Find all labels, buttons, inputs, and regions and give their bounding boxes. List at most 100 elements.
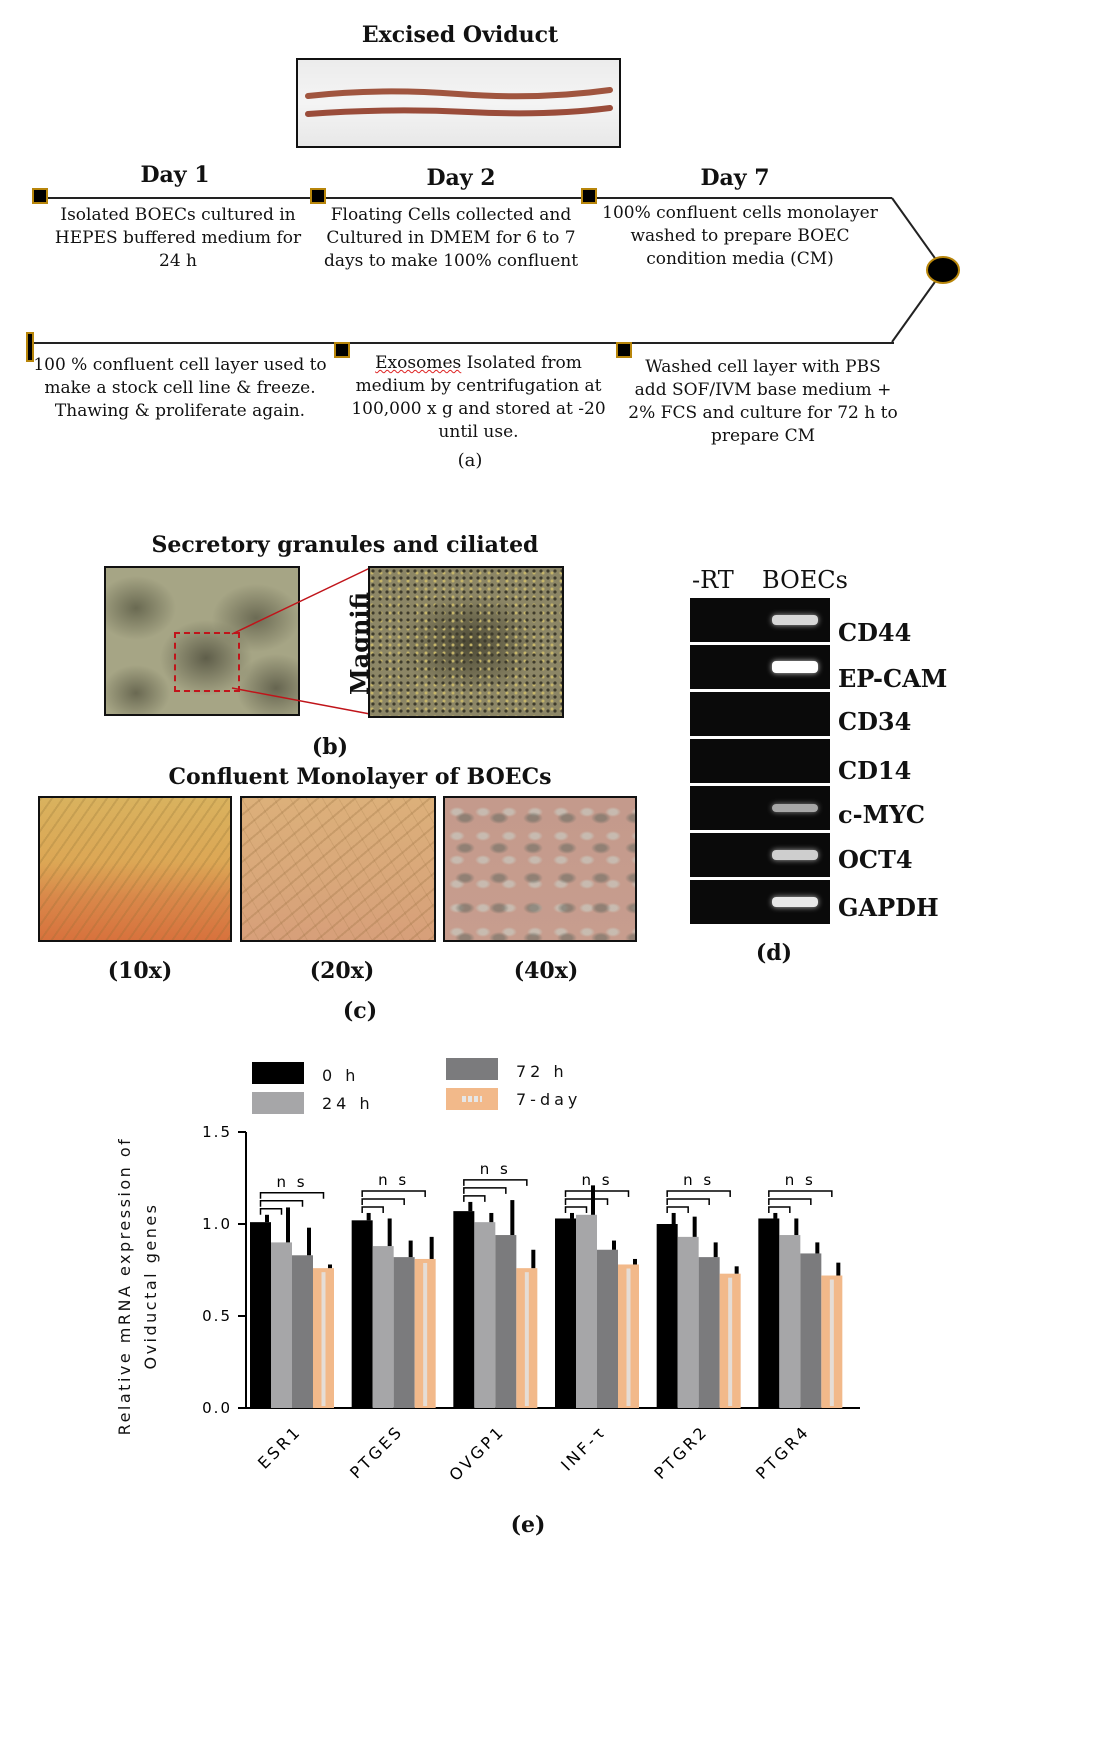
- bar-ptges-0h: [351, 1220, 373, 1408]
- gel-lane-c-myc: [690, 786, 830, 830]
- bar-ptgr4-0h: [758, 1218, 780, 1408]
- y-tick-label: 1.5: [202, 1123, 232, 1141]
- significance-label: n s: [480, 1160, 511, 1178]
- significance-bracket: [666, 1190, 731, 1197]
- panel-b-label: (b): [311, 734, 349, 760]
- gel-header-boecs: BOECs: [762, 566, 848, 594]
- gel-lane-cd44: [690, 598, 830, 642]
- bar-ptgr2-0h: [656, 1224, 678, 1408]
- monolayer-40x-image: [443, 796, 637, 942]
- oviduct-tissue-icon: [305, 87, 613, 117]
- gel-gene-label-gapdh: GAPDH: [838, 893, 939, 922]
- bar-pattern-stripe: [524, 1272, 529, 1406]
- significance-bracket: [768, 1190, 833, 1197]
- x-category-label-ptgr4: PTGR4: [752, 1421, 814, 1483]
- gel-lane-cd34: [690, 692, 830, 736]
- magnified-micrograph: [368, 566, 564, 718]
- day1-step-text: Isolated BOECs cultured in HEPES buffere…: [54, 205, 302, 271]
- bar-pattern-stripe: [829, 1279, 834, 1406]
- bar-ptgr2-72h: [698, 1257, 720, 1408]
- gel-lane-gapdh: [690, 880, 830, 924]
- gel-gene-label-ep-cam: EP-CAM: [838, 664, 948, 693]
- exosome-step-text: Exosomes Isolated from medium by centrif…: [346, 352, 611, 444]
- bar-ptges-24h: [372, 1246, 394, 1408]
- monolayer-20x-image: [240, 796, 436, 942]
- significance-label: n s: [683, 1171, 714, 1189]
- significance-bracket: [564, 1206, 588, 1213]
- legend-label-24h: 24 h: [322, 1094, 374, 1113]
- exosome-word: Exosomes: [375, 353, 462, 373]
- x-category-label-ovgp1: OVGP1: [445, 1421, 508, 1484]
- panel-c-title: Confluent Monolayer of BOECs: [168, 764, 552, 790]
- bar-ovgp1-24h: [474, 1222, 496, 1408]
- legend-label-0h: 0 h: [322, 1066, 360, 1085]
- significance-bracket: [768, 1206, 791, 1213]
- significance-bracket: [259, 1200, 304, 1207]
- bar-ovgp1-0h: [453, 1211, 475, 1408]
- panel-d-label: (d): [755, 940, 793, 966]
- x-category-label-inf-τ: INF-τ: [557, 1421, 610, 1474]
- bar-esr1-24h: [271, 1242, 292, 1408]
- significance-bracket: [666, 1198, 710, 1205]
- mag-10x-label: (10x): [107, 958, 173, 984]
- significance-bracket: [259, 1192, 325, 1199]
- gel-lane-cd14: [690, 739, 830, 783]
- chart-legend: 0 h 24 h 72 h 7-day: [250, 1056, 610, 1120]
- magnify-connector-lines: [231, 567, 371, 715]
- gel-gene-label-cd44: CD44: [838, 618, 912, 647]
- bar-pattern-stripe: [728, 1277, 733, 1406]
- day2-marker: [310, 188, 326, 204]
- legend-label-7day: 7-day: [516, 1090, 582, 1109]
- granules-micrograph: [104, 566, 300, 716]
- cm-marker: [616, 342, 632, 358]
- gel-gene-label-cd34: CD34: [838, 707, 912, 736]
- bar-esr1-72h: [292, 1255, 313, 1408]
- bar-inf-τ-24h: [576, 1214, 597, 1408]
- gel-band-oct4: [772, 850, 818, 860]
- legend-swatch-7day: [446, 1088, 498, 1110]
- gel-band-cd44: [772, 615, 818, 625]
- bar-ovgp1-72h: [495, 1235, 517, 1408]
- gel-lane-ep-cam: [690, 645, 830, 689]
- gel-band-ep-cam: [772, 661, 818, 673]
- significance-bracket: [463, 1187, 507, 1194]
- y-tick-label: 0.5: [202, 1307, 232, 1325]
- significance-bracket: [463, 1195, 486, 1202]
- day1-marker: [32, 188, 48, 204]
- legend-swatch-24h: [252, 1092, 304, 1114]
- x-category-label-ptgr2: PTGR2: [650, 1421, 712, 1483]
- significance-bracket: [564, 1198, 609, 1205]
- significance-bracket: [463, 1179, 528, 1186]
- bar-pattern-stripe: [626, 1268, 631, 1406]
- bar-inf-τ-72h: [597, 1249, 618, 1408]
- significance-bracket: [361, 1206, 384, 1213]
- significance-bracket: [564, 1190, 630, 1197]
- bar-inf-τ-0h: [555, 1218, 576, 1408]
- significance-label: n s: [785, 1171, 816, 1189]
- magnify-region-box: [174, 632, 240, 692]
- bar-ptgr4-24h: [779, 1235, 801, 1408]
- monolayer-10x-image: [38, 796, 232, 942]
- gel-header-rt: -RT: [692, 566, 734, 594]
- cm-step-text: Washed cell layer with PBS add SOF/IVM b…: [628, 357, 898, 446]
- y-tick-label: 1.0: [202, 1215, 232, 1233]
- panel-a-label: (a): [457, 450, 483, 471]
- legend-swatch-72h: [446, 1058, 498, 1080]
- mag-20x-label: (20x): [309, 958, 375, 984]
- legend-swatch-0h: [252, 1062, 304, 1084]
- mag-40x-label: (40x): [513, 958, 579, 984]
- gel-gene-label-c-myc: c-MYC: [838, 800, 925, 829]
- bar-esr1-0h: [250, 1222, 271, 1408]
- significance-bracket: [361, 1190, 426, 1197]
- timeline-bottom-line: [28, 342, 894, 344]
- y-axis-title-line1: Relative mRNA expression of: [115, 1136, 134, 1436]
- day7-step-text: 100% confluent cells monolayer washed to…: [602, 203, 878, 269]
- legend-label-72h: 72 h: [516, 1062, 568, 1081]
- panel-b-title: Secretory granules and ciliated: [151, 532, 539, 558]
- exosome-rest-text: Isolated from medium by centrifugation a…: [351, 353, 606, 442]
- exosome-marker: [334, 342, 350, 358]
- bar-ptgr2-24h: [677, 1236, 699, 1408]
- x-category-label-ptges: PTGES: [346, 1421, 407, 1482]
- y-axis-title-line2: Oviductal genes: [141, 1202, 160, 1370]
